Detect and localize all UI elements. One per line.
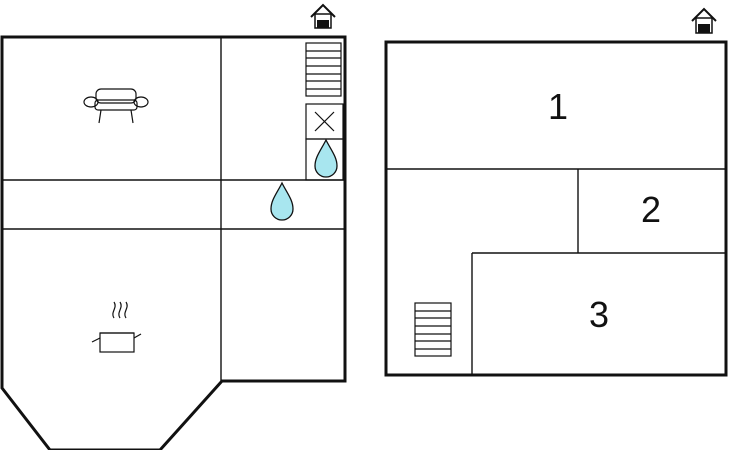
house-entrance-icon bbox=[310, 3, 336, 29]
upper-floor-plan: 1 2 3 bbox=[384, 7, 728, 377]
ground-floor-outer-wall bbox=[0, 35, 347, 450]
staircase-icon bbox=[414, 302, 452, 357]
sofa-icon bbox=[83, 88, 149, 124]
staircase-icon bbox=[305, 42, 342, 97]
room-label-1: 1 bbox=[548, 86, 568, 127]
cooking-pot-icon bbox=[91, 301, 142, 353]
upper-floor-outer-wall bbox=[384, 40, 728, 377]
house-entrance-icon bbox=[691, 7, 717, 34]
room-label-3: 3 bbox=[589, 294, 609, 335]
toilet-cross-icon bbox=[305, 103, 344, 140]
water-drop-icon bbox=[270, 181, 294, 221]
water-drop-icon bbox=[314, 138, 338, 178]
bathroom-box bbox=[305, 138, 344, 181]
ground-floor-plan bbox=[0, 3, 347, 450]
room-label-2: 2 bbox=[641, 189, 661, 230]
